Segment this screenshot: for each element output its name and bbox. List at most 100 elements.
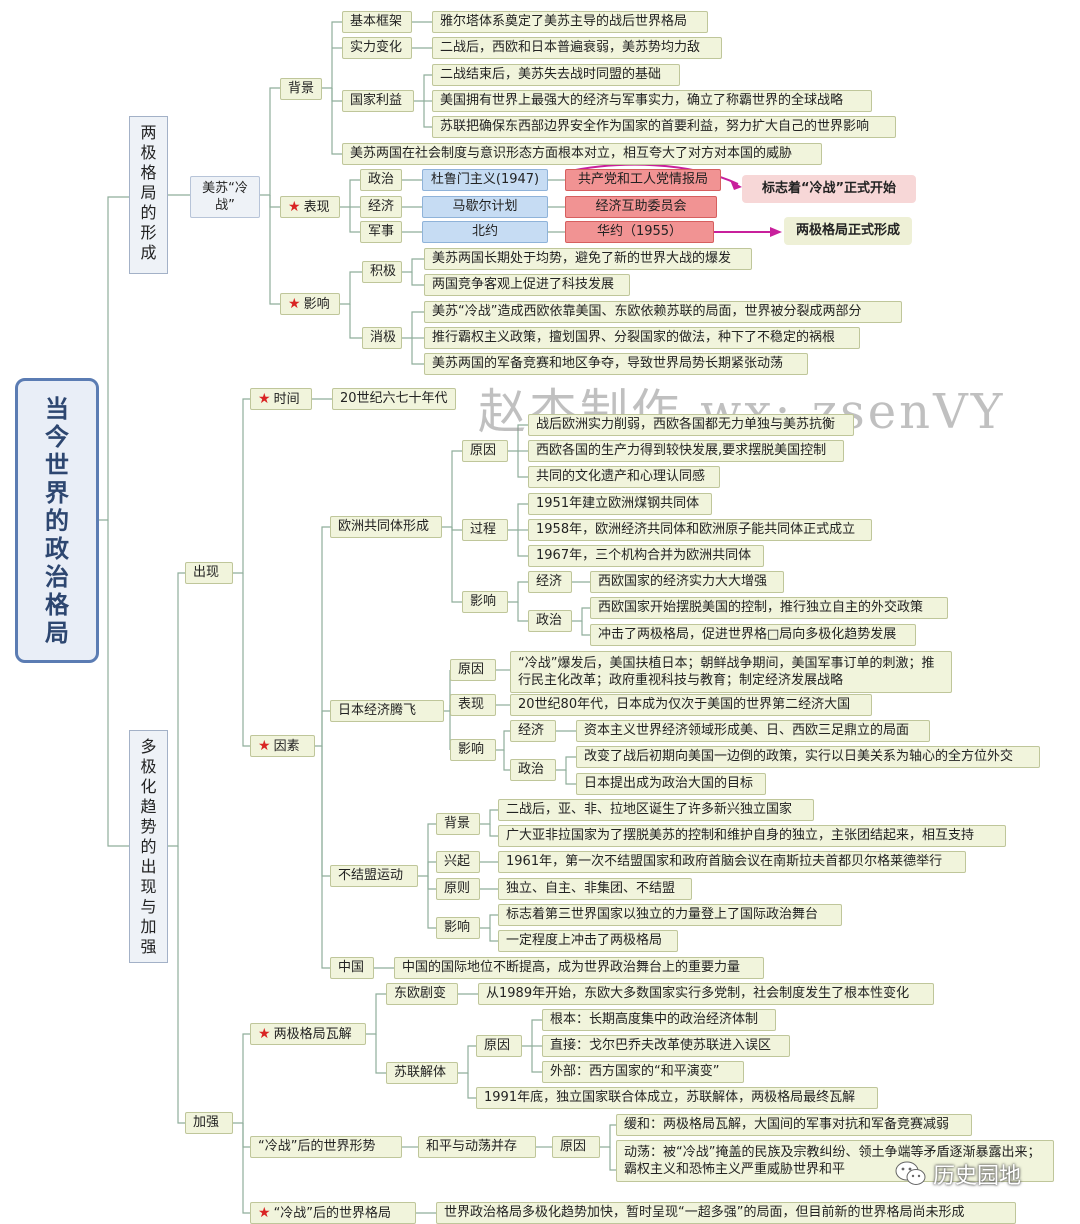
eu-pol-text-1: 西欧国家开始摆脱美国的控制，推行独立自主的外交政策 xyxy=(590,597,948,619)
positive-text-2: 两国竞争客观上促进了科技发展 xyxy=(424,274,630,296)
comecon: 经济互助委员会 xyxy=(565,196,717,218)
background-node: 背景 xyxy=(280,78,322,100)
national-interest-text-3: 苏联把确保东西部边界安全作为国家的首要利益，努力扩大自己的世界影响 xyxy=(432,116,896,138)
eu-reason-3: 共同的文化遗产和心理认同感 xyxy=(528,466,720,488)
bipolar-formed-note: 两极格局正式形成 xyxy=(784,217,912,245)
nato: 北约 xyxy=(422,221,548,243)
star-icon: ★ xyxy=(258,391,271,407)
japan-impact: 影响 xyxy=(450,739,496,761)
nam-impact: 影响 xyxy=(436,917,480,939)
star-icon: ★ xyxy=(288,199,301,215)
politics-cat: 政治 xyxy=(360,169,402,191)
japan-show-text: 20世纪80年代，日本成为仅次于美国的世界第二经济大国 xyxy=(510,694,872,716)
impact-node: ★影响 xyxy=(280,293,340,315)
eu-reason-2: 西欧各国的生产力得到较快发展,要求摆脱美国控制 xyxy=(528,440,844,462)
section-multipolar-title: 多极化趋势的出现与加强 xyxy=(129,730,168,963)
eu-econ-text: 西欧国家的经济实力大大增强 xyxy=(590,571,784,593)
post-cold-war-pattern-text: 世界政治格局多极化趋势加快，暂时呈现“一超多强”的局面，但目前新的世界格局尚未形… xyxy=(436,1202,1016,1224)
basic-framework-label: 基本框架 xyxy=(342,11,412,33)
star-icon: ★ xyxy=(258,738,271,754)
time-node: ★时间 xyxy=(250,388,312,410)
performance-node: ★表现 xyxy=(280,196,340,218)
nam-bg-2: 广大亚非拉国家为了摆脱美苏的控制和维护自身的独立，主张团结起来，相互支持 xyxy=(498,825,1006,847)
military-cat: 军事 xyxy=(360,221,402,243)
positive-text-1: 美苏两国长期处于均势，避免了新的世界大战的爆发 xyxy=(424,248,752,270)
nam-bg-1: 二战后，亚、非、拉地区诞生了许多新兴独立国家 xyxy=(498,799,814,821)
eu-pol-text-2: 冲击了两极格局，促进世界格□局向多极化趋势发展 xyxy=(590,624,916,646)
soviet-reason-1: 根本：长期高度集中的政治经济体制 xyxy=(542,1009,776,1031)
power-change-text: 二战后，西欧和日本普遍衰弱，美苏势均力敌 xyxy=(432,37,722,59)
cold-war-start-note: 标志着“冷战”正式开始 xyxy=(742,175,916,203)
china-node: 中国 xyxy=(330,957,374,979)
japan-pol: 政治 xyxy=(510,759,556,781)
nam-node: 不结盟运动 xyxy=(330,865,418,887)
warsaw-pact: 华约（1955） xyxy=(565,221,714,243)
eu-process-3: 1967年，三个机构合并为欧洲共同体 xyxy=(528,545,764,567)
root-node: 当今世界的政治格局 xyxy=(15,378,99,663)
positive-label: 积极 xyxy=(362,261,402,283)
time-value: 20世纪六七十年代 xyxy=(332,388,456,410)
eu-reason-1: 战后欧洲实力削弱，西欧各国都无力单独与美苏抗衡 xyxy=(528,414,854,436)
post-cold-war-pattern: ★“冷战”后的世界格局 xyxy=(250,1202,416,1224)
section-bipolar-title: 两极格局的形成 xyxy=(129,116,168,274)
star-icon: ★ xyxy=(288,296,301,312)
wechat-logo: 历史园地 xyxy=(895,1156,1021,1192)
nam-prin-text: 独立、自主、非集团、不结盟 xyxy=(498,878,692,900)
marshall-plan: 马歇尔计划 xyxy=(422,196,548,218)
star-icon: ★ xyxy=(258,1205,271,1221)
post-cold-war-situation: “冷战”后的世界形势 xyxy=(250,1136,402,1158)
factors-node: ★因素 xyxy=(250,735,315,757)
eu-process-2: 1958年，欧洲经济共同体和欧洲原子能共同体正式成立 xyxy=(528,519,872,541)
nam-impact-1: 标志着第三世界国家以独立的力量登上了国际政治舞台 xyxy=(498,904,842,926)
japan-node: 日本经济腾飞 xyxy=(330,700,444,722)
strengthen-node: 加强 xyxy=(185,1112,233,1134)
eu-process: 过程 xyxy=(462,519,508,541)
eu-econ: 经济 xyxy=(528,571,572,593)
basic-framework-text: 雅尔塔体系奠定了美苏主导的战后世界格局 xyxy=(432,11,708,33)
cominform: 共产党和工人党情报局 xyxy=(565,169,721,191)
soviet-reason: 原因 xyxy=(476,1035,522,1057)
national-interest-text-1: 二战结束后，美苏失去战时同盟的基础 xyxy=(432,64,680,86)
eastern-europe-text: 从1989年开始，东欧大多数国家实行多党制，社会制度发生了根本性变化 xyxy=(478,983,934,1005)
star-icon: ★ xyxy=(258,1026,271,1042)
nam-impact-2: 一定程度上冲击了两极格局 xyxy=(498,930,678,952)
negative-text-1: 美苏“冷战”造成西欧依靠美国、东欧依赖苏联的局面，世界被分裂成两部分 xyxy=(424,301,902,323)
turbulence-text: 动荡：被“冷战”掩盖的民族及宗教纠纷、领土争端等矛盾逐渐暴露出来；霸权主义和恐怖… xyxy=(616,1140,1054,1182)
post-reason: 原因 xyxy=(552,1136,600,1158)
eu-reason: 原因 xyxy=(462,440,508,462)
collapse-node: ★两极格局瓦解 xyxy=(250,1023,366,1045)
economy-cat: 经济 xyxy=(360,196,402,218)
nam-prin: 原则 xyxy=(436,878,480,900)
truman-doctrine: 杜鲁门主义(1947) xyxy=(422,169,548,191)
eastern-europe-node: 东欧剧变 xyxy=(386,983,458,1005)
national-interest-text-2: 美国拥有世界上最强大的经济与军事实力，确立了称霸世界的全球战略 xyxy=(432,90,872,112)
japan-reason: 原因 xyxy=(450,659,496,681)
japan-reason-text: “冷战”爆发后，美国扶植日本；朝鲜战争期间，美国军事订单的刺激；推行民主化改革；… xyxy=(510,651,952,693)
negative-text-3: 美苏两国的军备竞赛和地区争夺，导致世界局势长期紧张动荡 xyxy=(424,353,808,375)
national-interest-label: 国家利益 xyxy=(342,90,414,112)
wechat-icon xyxy=(895,1161,926,1185)
root-title: 当今世界的政治格局 xyxy=(45,394,69,647)
nam-bg: 背景 xyxy=(436,813,480,835)
nam-rise-text: 1961年，第一次不结盟国家和政府首脑会议在南斯拉夫首都贝尔格莱德举行 xyxy=(498,851,966,873)
negative-label: 消极 xyxy=(362,327,402,349)
easing-text: 缓和：两极格局瓦解，大国间的军事对抗和军备竞赛减弱 xyxy=(616,1114,972,1136)
japan-econ-text: 资本主义世界经济领域形成美、日、西欧三足鼎立的局面 xyxy=(576,720,930,742)
soviet-end-text: 1991年底，独立国家联合体成立，苏联解体，两极格局最终瓦解 xyxy=(476,1087,878,1109)
soviet-reason-2: 直接：戈尔巴乔夫改革使苏联进入误区 xyxy=(542,1035,790,1057)
cold-war-node: 美苏“冷战” xyxy=(190,176,260,218)
eu-impact: 影响 xyxy=(462,591,508,613)
eu-node: 欧洲共同体形成 xyxy=(330,516,442,538)
japan-econ: 经济 xyxy=(510,720,556,742)
negative-text-2: 推行霸权主义政策，擅划国界、分裂国家的做法，种下了不稳定的祸根 xyxy=(424,327,860,349)
appear-node: 出现 xyxy=(185,562,233,584)
japan-show: 表现 xyxy=(450,694,496,716)
ideology-text: 美苏两国在社会制度与意识形态方面根本对立，相互夸大了对方对本国的威胁 xyxy=(342,143,822,165)
eu-process-1: 1951年建立欧洲煤钢共同体 xyxy=(528,493,712,515)
nam-rise: 兴起 xyxy=(436,851,480,873)
power-change-label: 实力变化 xyxy=(342,37,412,59)
logo-text: 历史园地 xyxy=(933,1164,1022,1189)
japan-pol-text-1: 改变了战后初期向美国一边倒的政策，实行以日美关系为轴心的全方位外交 xyxy=(576,746,1040,768)
soviet-reason-3: 外部：西方国家的“和平演变” xyxy=(542,1061,744,1083)
china-text: 中国的国际地位不断提高，成为世界政治舞台上的重要力量 xyxy=(394,957,764,979)
